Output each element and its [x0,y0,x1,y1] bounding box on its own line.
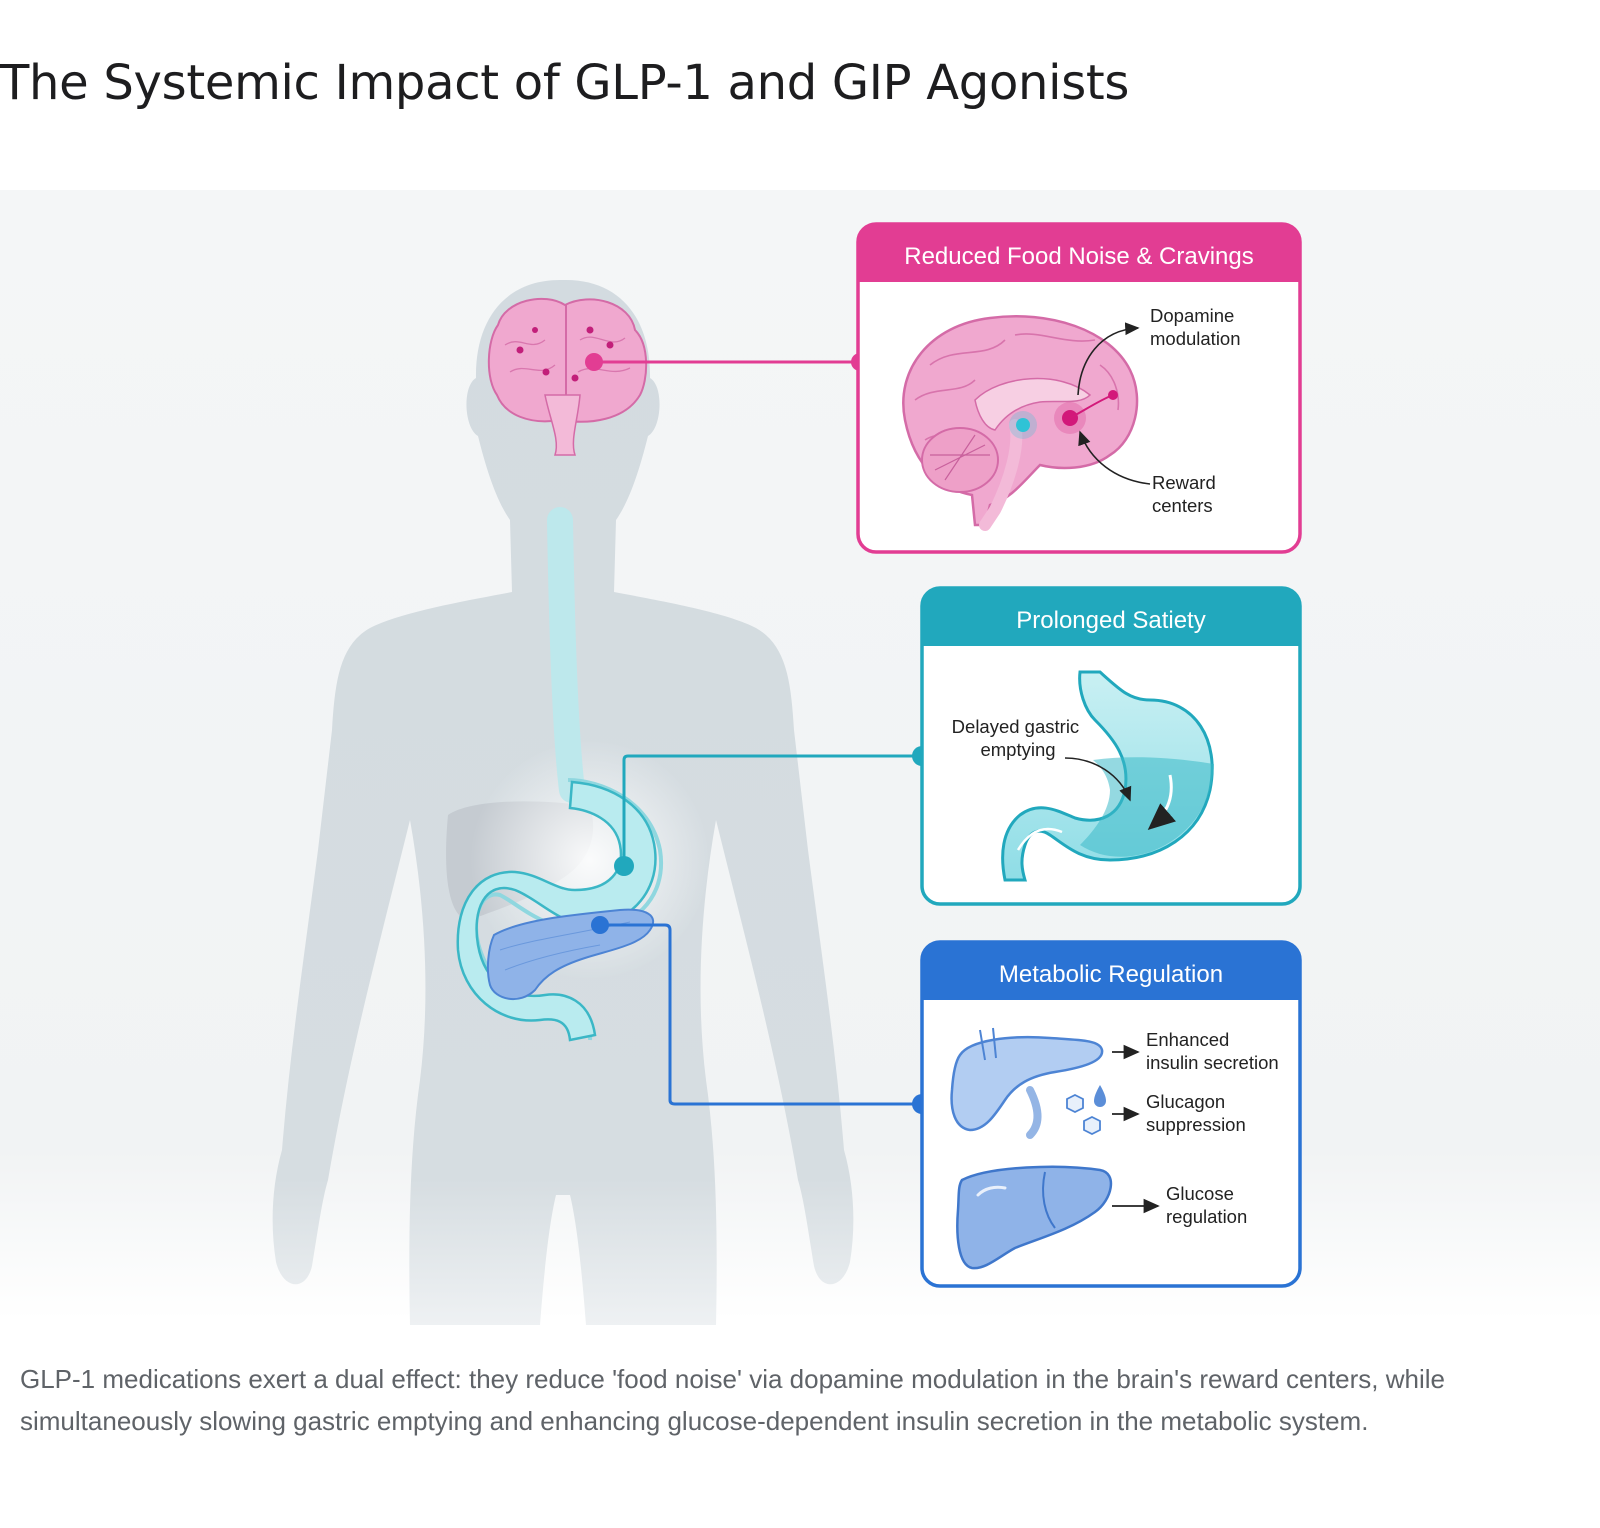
stomach-illustration [1001,670,1214,882]
label-glucagon-suppression: Glucagon suppression [1146,1091,1246,1135]
pancreas-illustration [950,1027,1106,1139]
systemic-impact-diagram: Reduced Food Noise & Cravings [0,190,1600,1325]
panel-prolonged-satiety: Prolonged Satiety Delayed gastric emptyi… [920,586,1302,906]
panel-header-brain: Reduced Food Noise & Cravings [904,243,1254,270]
label-enhanced-insulin-secretion: Enhanced insulin secretion [1146,1029,1279,1073]
figure-caption: GLP-1 medications exert a dual effect: t… [20,1364,1445,1436]
panel-reduced-food-noise: Reduced Food Noise & Cravings [856,222,1302,554]
panel-header-metabolic: Metabolic Regulation [999,961,1223,988]
pancreas-in-body [486,908,655,1000]
label-dopamine-modulation: Dopamine modulation [1150,305,1241,349]
liver-illustration [956,1165,1113,1270]
brain-in-head [487,297,648,456]
panel-header-stomach: Prolonged Satiety [1016,607,1205,634]
brain-sagittal-illustration [902,315,1139,531]
panel-metabolic-regulation: Metabolic Regulation Enhanced insulin se… [920,940,1302,1288]
label-reward-centers: Reward centers [1152,472,1221,516]
label-delayed-gastric-emptying: Delayed gastric emptying [952,716,1085,760]
page-title: The Systemic Impact of GLP-1 and GIP Ago… [0,55,1130,111]
label-glucose-regulation: Glucose regulation [1166,1183,1247,1227]
